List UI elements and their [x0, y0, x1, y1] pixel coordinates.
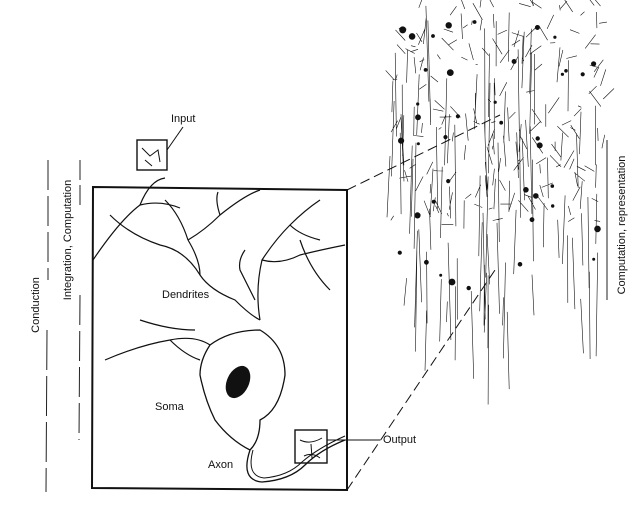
neuron-cell-body: [445, 22, 452, 29]
neuron-cell-body: [536, 142, 543, 149]
neuron-cell-body: [472, 20, 477, 24]
neuron-cell-body: [431, 34, 435, 38]
neuron-cell-body: [448, 278, 456, 286]
neuron-cell-body: [523, 187, 529, 193]
neuron-cell-body: [446, 69, 454, 76]
conduction-label: Conduction: [30, 277, 42, 333]
neuron-box: [90, 139, 348, 492]
cortex-neurons-image: [385, 0, 615, 405]
neuron-cell-body: [397, 250, 402, 255]
neuron-cell-body: [550, 184, 555, 188]
neuron-cell-body: [455, 114, 460, 119]
neuron-cell-body: [423, 68, 428, 72]
input-label: Input: [171, 113, 195, 125]
integration-label: Integration, Computation: [62, 180, 74, 300]
neuron-cell-body: [511, 59, 517, 64]
neuron-cell-body: [553, 35, 557, 39]
neuron-cell-body: [439, 273, 443, 277]
neuron-cell-body: [399, 26, 407, 34]
projection-lines: [346, 114, 501, 491]
input-box: [136, 139, 168, 171]
scale-lines: [45, 140, 608, 493]
neuron-cell-body: [446, 179, 451, 184]
axon-label: Axon: [208, 459, 233, 471]
neuron-cell-body: [594, 225, 601, 233]
neuron-cell-body: [499, 120, 504, 125]
neuron-cell-body: [534, 25, 540, 30]
neuron-cell-body: [529, 217, 535, 223]
neuron-cell-body: [443, 135, 448, 140]
neuron-cell-body: [560, 72, 565, 76]
dendrites-label: Dendrites: [162, 289, 210, 301]
soma-label: Soma: [155, 401, 185, 413]
neuron-cell-body: [564, 69, 568, 73]
neuron-cell-body: [424, 259, 429, 265]
neuron-cell-body: [535, 136, 540, 141]
nucleus: [225, 365, 251, 399]
neuron-cell-body: [533, 193, 539, 199]
neuron-cell-body: [580, 72, 585, 77]
neuron-cell-body: [592, 257, 596, 261]
neuron-cell-body: [415, 114, 421, 121]
neuron-cell-body: [416, 142, 420, 146]
neuron-cell-body: [466, 285, 471, 291]
computation-representation-label: Computation, representation: [616, 156, 628, 295]
neuron-cell-body: [551, 204, 555, 208]
neuron-cell-body: [591, 61, 597, 67]
neuron-cell-body: [414, 212, 421, 219]
output-box: [294, 429, 328, 464]
neuron-cell-body: [398, 137, 405, 144]
neuron-cell-body: [431, 199, 436, 204]
neuron-cell-body: [493, 100, 497, 104]
neuron-cell-body: [408, 33, 416, 40]
neuron-cell-body: [517, 262, 523, 267]
neuron-fibers: [385, 0, 615, 405]
output-label: Output: [383, 434, 416, 446]
neuron-cell-body: [416, 102, 420, 106]
